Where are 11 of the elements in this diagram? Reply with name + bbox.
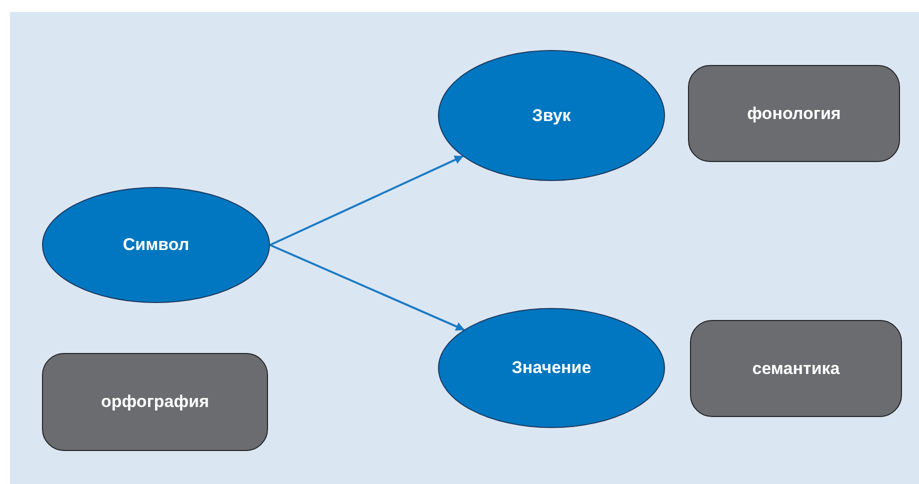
node-label: Значение (512, 358, 592, 378)
arrow (270, 155, 464, 246)
rounded-box (688, 65, 900, 162)
node-label: фонология (747, 104, 841, 124)
node-label: орфография (101, 392, 209, 412)
node-label: Звук (532, 106, 571, 126)
node-label: семантика (752, 358, 840, 378)
rounded-box (42, 353, 268, 451)
arrow (270, 244, 465, 331)
rounded-box (690, 320, 902, 417)
node-label: Символ (122, 235, 190, 255)
